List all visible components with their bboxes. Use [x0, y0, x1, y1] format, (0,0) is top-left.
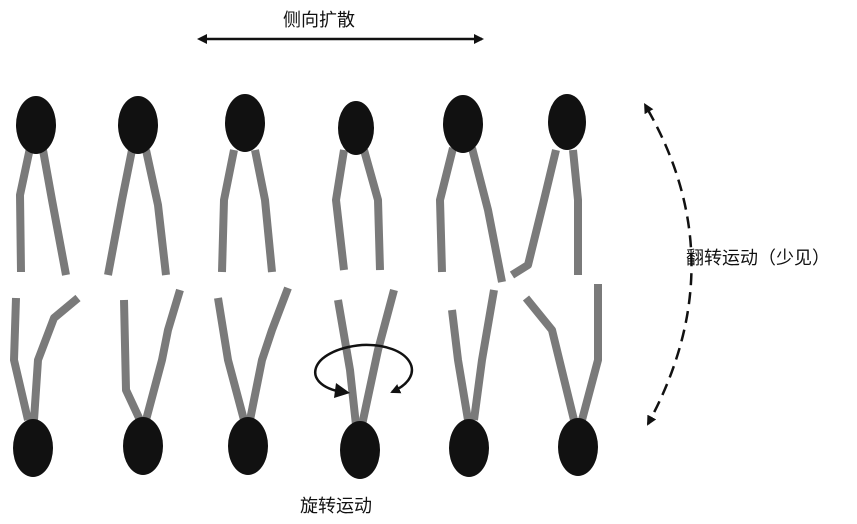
flip-flop-arrow: [648, 110, 692, 424]
upper-leaflet-tails: [20, 148, 578, 282]
lower-leaflet-tails: [14, 284, 598, 425]
upper-leaflet-heads: [16, 94, 586, 155]
lower-leaflet-heads: [13, 417, 598, 479]
rotation-label: 旋转运动: [300, 492, 372, 518]
flip-flop-label: 翻转运动（少见）: [686, 244, 830, 270]
rotation-arrow-head-left: [334, 383, 350, 398]
rotation-arrow: [315, 345, 412, 392]
lateral-diffusion-label: 侧向扩散: [283, 6, 355, 32]
